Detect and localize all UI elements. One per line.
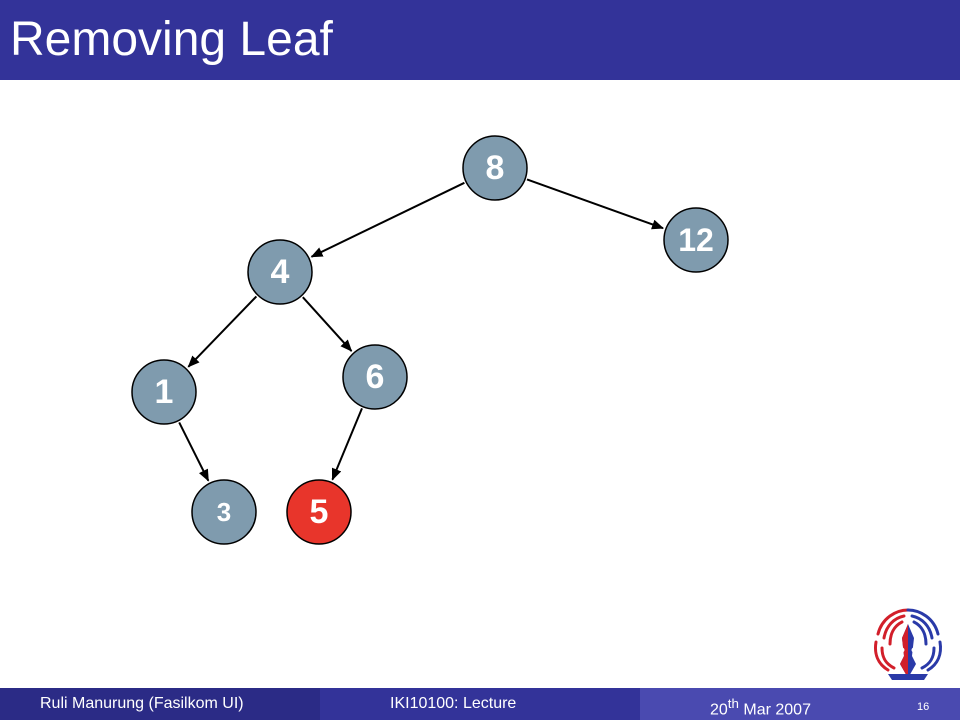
edge-n8-n4: [310, 181, 465, 258]
footer-date-rest: Mar 2007: [738, 701, 811, 719]
edge-n1-n3: [178, 421, 210, 482]
node-circle-12: [663, 207, 729, 273]
footer-right-panel: 20th Mar 2007 16: [640, 688, 960, 720]
university-emblem-icon: [874, 608, 942, 680]
node-circle-6: [342, 344, 408, 410]
node-circle-4: [247, 239, 313, 305]
node-circle-5: [286, 479, 352, 545]
node-label-3: 3: [217, 497, 231, 527]
footer-date-day: 20: [710, 701, 728, 719]
node-circle-8: [462, 135, 528, 201]
tree-node-3: 3: [191, 479, 257, 545]
tree-node-12: 12: [663, 207, 729, 273]
node-circle-3: [191, 479, 257, 545]
footer-middle-panel: IKI10100: Lecture: [320, 688, 640, 720]
footer-course: IKI10100: Lecture: [390, 695, 517, 712]
tree-node-4: 4: [247, 239, 313, 305]
node-label-1: 1: [155, 373, 174, 411]
slide-title: Removing Leaf: [10, 13, 333, 66]
edge-n4-n6: [302, 296, 353, 352]
edge-n6-n5: [331, 408, 363, 481]
tree-nodes: 8 12 4 1 6 3 5: [131, 135, 729, 545]
tree-node-6: 6: [342, 344, 408, 410]
node-label-6: 6: [366, 358, 385, 396]
tree-edges: [178, 178, 664, 482]
tree-node-5: 5: [286, 479, 352, 545]
footer-date: 20th Mar 2007: [710, 694, 811, 720]
node-circle-1: [131, 359, 197, 425]
tree-node-8: 8: [462, 135, 528, 201]
tree-node-1: 1: [131, 359, 197, 425]
footer-date-suffix: th: [727, 696, 739, 711]
edge-n8-n12: [526, 178, 664, 230]
node-label-12: 12: [678, 222, 714, 258]
footer-left-panel: Ruli Manurung (Fasilkom UI): [0, 688, 320, 720]
node-label-8: 8: [486, 149, 505, 187]
edge-n4-n1: [187, 295, 258, 368]
footer-author: Ruli Manurung (Fasilkom UI): [40, 695, 244, 712]
title-bar: Removing Leaf: [0, 0, 960, 80]
node-label-5: 5: [310, 493, 329, 531]
node-label-4: 4: [271, 253, 290, 291]
page-number: 16: [917, 701, 930, 713]
footer: Ruli Manurung (Fasilkom UI) IKI10100: Le…: [0, 688, 960, 720]
